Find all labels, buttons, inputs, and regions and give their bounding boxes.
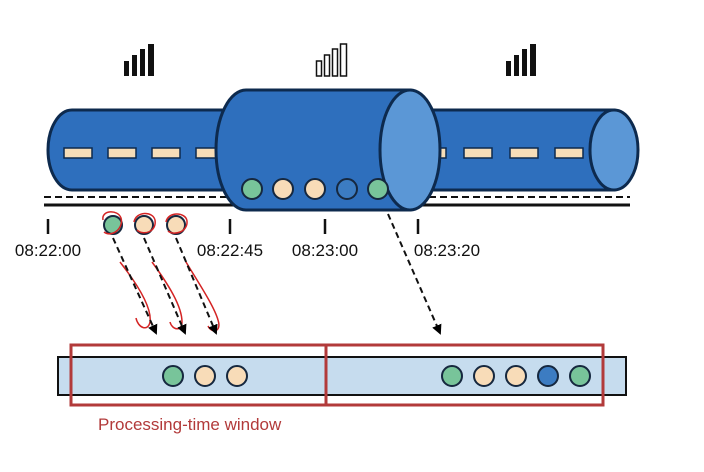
tick-label: 08:23:20 — [414, 241, 480, 260]
event-dot-green — [162, 365, 184, 387]
event-dot-beige — [505, 365, 527, 387]
event-dot-beige — [272, 178, 294, 200]
event-arrow — [175, 237, 218, 335]
tick-label: 08:22:45 — [197, 241, 263, 260]
event-dot-beige — [473, 365, 495, 387]
event-dot-blue — [537, 365, 559, 387]
middle-pipe — [214, 88, 442, 212]
event-arrow — [387, 213, 442, 335]
processing-buffer — [57, 356, 627, 396]
event-dot-green — [441, 365, 463, 387]
signal-bars-full-icon — [506, 44, 536, 76]
left-pipe — [46, 108, 247, 192]
middle-pipe-events — [241, 178, 389, 200]
window-2-events — [441, 365, 591, 387]
event-dot-green — [569, 365, 591, 387]
event-dot-beige — [166, 215, 186, 235]
right-pipe — [408, 108, 640, 192]
event-dot-blue — [336, 178, 358, 200]
processing-window-2 — [324, 343, 605, 407]
window-label: Processing-time window — [98, 415, 282, 434]
tick-label: 08:22:00 — [15, 241, 81, 260]
signal-bars-outline-icon — [315, 43, 348, 77]
event-dot-green — [241, 178, 263, 200]
event-dot-beige — [194, 365, 216, 387]
event-dot-beige — [134, 215, 154, 235]
window-1-events — [162, 365, 248, 387]
event-dot-beige — [304, 178, 326, 200]
tick-label: 08:23:00 — [292, 241, 358, 260]
timeline-events — [103, 215, 186, 235]
event-dot-beige — [226, 365, 248, 387]
event-arrow — [143, 237, 187, 335]
signal-bars-full-icon — [124, 44, 154, 76]
event-arrow — [112, 237, 158, 335]
event-dot-green — [103, 215, 123, 235]
event-dot-green — [367, 178, 389, 200]
